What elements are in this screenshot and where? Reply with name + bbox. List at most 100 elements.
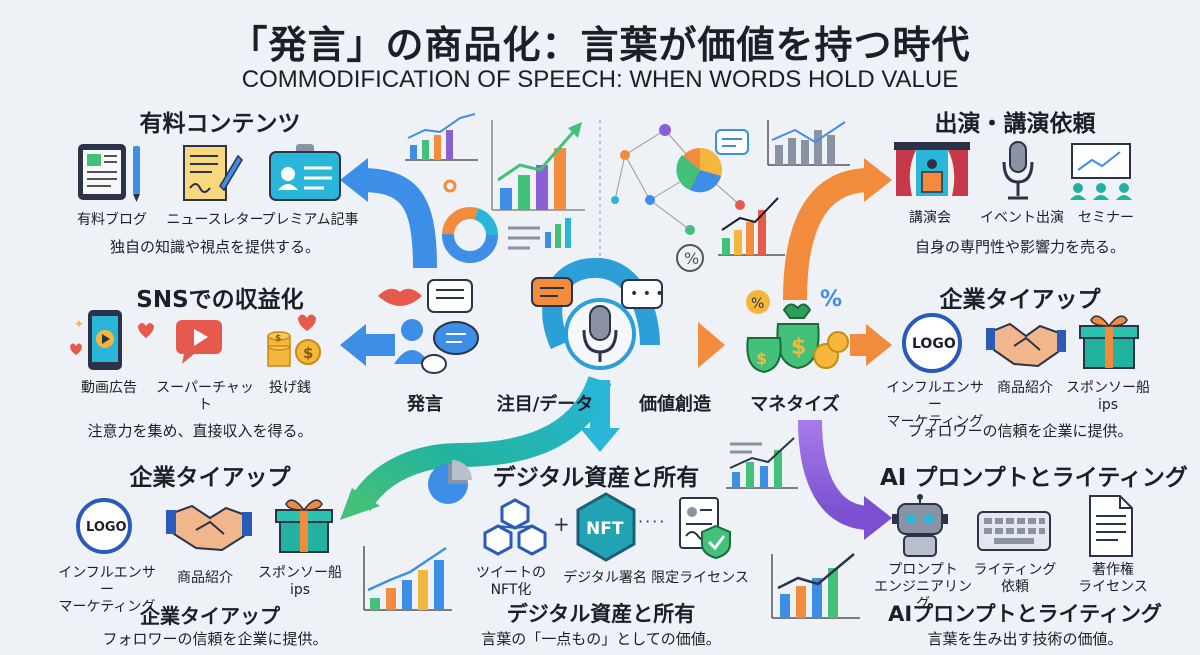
pie-chart-icon xyxy=(428,460,472,504)
logo-circle-icon-right: LOGO xyxy=(902,313,962,373)
tieup-left-title: 企業タイアップ xyxy=(129,465,291,491)
page-subtitle: COMMODIFICATION OF SPEECH: WHEN WORDS HO… xyxy=(241,66,959,93)
seminar-presentation-icon xyxy=(1070,143,1132,200)
svg-text:%: % xyxy=(751,296,764,312)
logo-circle-icon-left: LOGO xyxy=(76,498,132,554)
list-chart-icon xyxy=(508,218,571,250)
tieup-right-item-product: 商品紹介 xyxy=(997,380,1053,396)
plus-icon: + xyxy=(553,512,570,536)
sns-desc: 注意力を集め、直接収入を得る。 xyxy=(87,422,313,440)
bar-chart-icon-3 xyxy=(363,546,452,611)
growth-chart-icon xyxy=(491,120,585,211)
bar-chart-icon-5 xyxy=(771,553,860,619)
svg-text:$: $ xyxy=(791,335,806,360)
bar-chart-icon-4 xyxy=(726,437,798,489)
speaking-title: 出演・講演依頼 xyxy=(934,111,1096,137)
arrow-to-speaking xyxy=(783,168,871,301)
paid-content-item-premium: プレミアム記事 xyxy=(261,212,359,228)
tieup-left-item-influencer: インフルエンサー マーケティング xyxy=(58,565,156,615)
svg-text:$: $ xyxy=(756,349,767,368)
digital-bottom-title: デジタル資産と所有 xyxy=(506,602,696,626)
microphone-cluster-icon: • • • xyxy=(531,277,664,370)
handshake-icon-right xyxy=(986,322,1066,368)
svg-text:$: $ xyxy=(275,334,281,344)
speaking-item-event: イベント出演 xyxy=(980,210,1064,226)
donut-chart-icon xyxy=(442,179,498,263)
flow-label-attention: 注目/データ xyxy=(496,394,594,415)
svg-text:NFT: NFT xyxy=(586,519,624,539)
page-title: 「発言」の商品化：言葉が価値を持つ時代 xyxy=(229,23,971,67)
speech-cluster-icon xyxy=(378,279,479,374)
svg-text:%: % xyxy=(684,249,699,268)
ai-item-copyright: 著作権 ライセンス xyxy=(1078,562,1148,595)
digital-item-signature: デジタル署名 xyxy=(563,570,647,586)
speaking-desc: 自身の専門性や影響力を売る。 xyxy=(914,238,1125,256)
arrow-to-ai xyxy=(798,419,871,530)
digital-item-license: 限定ライセンス xyxy=(651,570,749,586)
gift-box-icon-right xyxy=(1079,315,1139,369)
tablet-blog-icon xyxy=(78,144,140,202)
digital-item-nft: ツイートの NFT化 xyxy=(476,565,546,598)
decor-charts-top: % xyxy=(405,113,850,272)
tieup-left-item-sponsorship: スポンソー船 ips xyxy=(258,565,342,598)
paid-content-item-blog: 有料ブログ xyxy=(77,212,147,228)
sns-title: SNSでの収益化 xyxy=(136,287,304,313)
paid-content-desc: 独自の知識や視点を提供する。 xyxy=(109,238,320,256)
arrowhead-paid-content xyxy=(340,158,368,202)
digital-title: デジタル資産と所有 xyxy=(492,465,700,491)
sns-item-video-ad: 動画広告 xyxy=(81,380,137,396)
arrow-to-tieup-left xyxy=(349,375,612,512)
ellipsis-icon: ···· xyxy=(638,512,667,531)
percent-bubble-icon: % xyxy=(676,244,704,272)
gift-box-icon-left xyxy=(275,499,333,553)
svg-text:✦: ✦ xyxy=(74,317,84,331)
blockchain-cubes-icon xyxy=(483,498,547,556)
flow-label-value-creation: 価値創造 xyxy=(639,394,711,415)
svg-text:LOGO: LOGO xyxy=(86,520,127,535)
mic-loop xyxy=(542,257,660,350)
svg-text:%: % xyxy=(820,287,842,312)
nft-hexagon-icon: NFT xyxy=(576,492,636,562)
arrow-to-paid-content xyxy=(359,168,437,269)
svg-text:LOGO: LOGO xyxy=(912,336,956,352)
handshake-icon-left xyxy=(166,504,252,552)
svg-text:$: $ xyxy=(303,344,313,362)
network-graph-icon xyxy=(611,124,749,235)
arrowhead-tieup-right xyxy=(866,324,892,366)
video-ad-phone-icon: ✦ xyxy=(70,310,154,370)
tieup-left-item-product: 商品紹介 xyxy=(177,570,233,586)
arrowhead-tieup-left xyxy=(340,488,380,520)
tieup-right-desc: フォロワーの信頼を企業に提供。 xyxy=(907,422,1133,440)
ai-title: AI プロンプトとライティング xyxy=(880,465,1188,491)
sns-item-superchat: スーパーチャット xyxy=(156,380,254,413)
arrowhead-sns xyxy=(340,324,366,366)
keyboard-icon xyxy=(977,511,1051,551)
bar-chart-icon-2 xyxy=(767,120,850,166)
arrowhead-main xyxy=(698,322,725,368)
lips-icon xyxy=(378,288,422,306)
ai-desc: 言葉を生み出す技術の価値。 xyxy=(927,630,1123,648)
growth-chart-icon-2 xyxy=(718,197,785,256)
newsletter-icon xyxy=(183,145,243,201)
license-shield-icon xyxy=(679,497,731,560)
tieup-right-item-influencer: インフルエンサー マーケティング xyxy=(886,380,984,430)
tip-coins-icon: $ $ xyxy=(267,314,321,367)
tieup-left-bottom-title: 企業タイアップ xyxy=(140,604,280,628)
premium-article-badge-icon xyxy=(269,144,341,201)
super-chat-play-icon xyxy=(176,320,222,364)
paid-content-item-newsletter: ニュースレター xyxy=(166,212,264,228)
robot-icon xyxy=(892,494,948,557)
document-license-icon xyxy=(1089,495,1133,557)
stage-podium-icon xyxy=(894,142,970,196)
tieup-left-desc: フォロワーの信頼を企業に提供。 xyxy=(102,630,328,648)
ai-item-writing: ライティング 依頼 xyxy=(973,562,1057,595)
ai-bottom-title: AIプロンプトとライティング xyxy=(888,602,1162,626)
arrowhead-down xyxy=(580,428,620,452)
digital-desc: 言葉の「一点もの」としての価値。 xyxy=(481,630,721,648)
tieup-right-title: 企業タイアップ xyxy=(939,287,1101,313)
flow-label-speech: 発言 xyxy=(407,394,443,415)
microphone-stand-icon xyxy=(1002,141,1034,200)
arrowhead-ai xyxy=(864,496,892,540)
flow-label-monetize: マネタイズ xyxy=(750,394,840,415)
